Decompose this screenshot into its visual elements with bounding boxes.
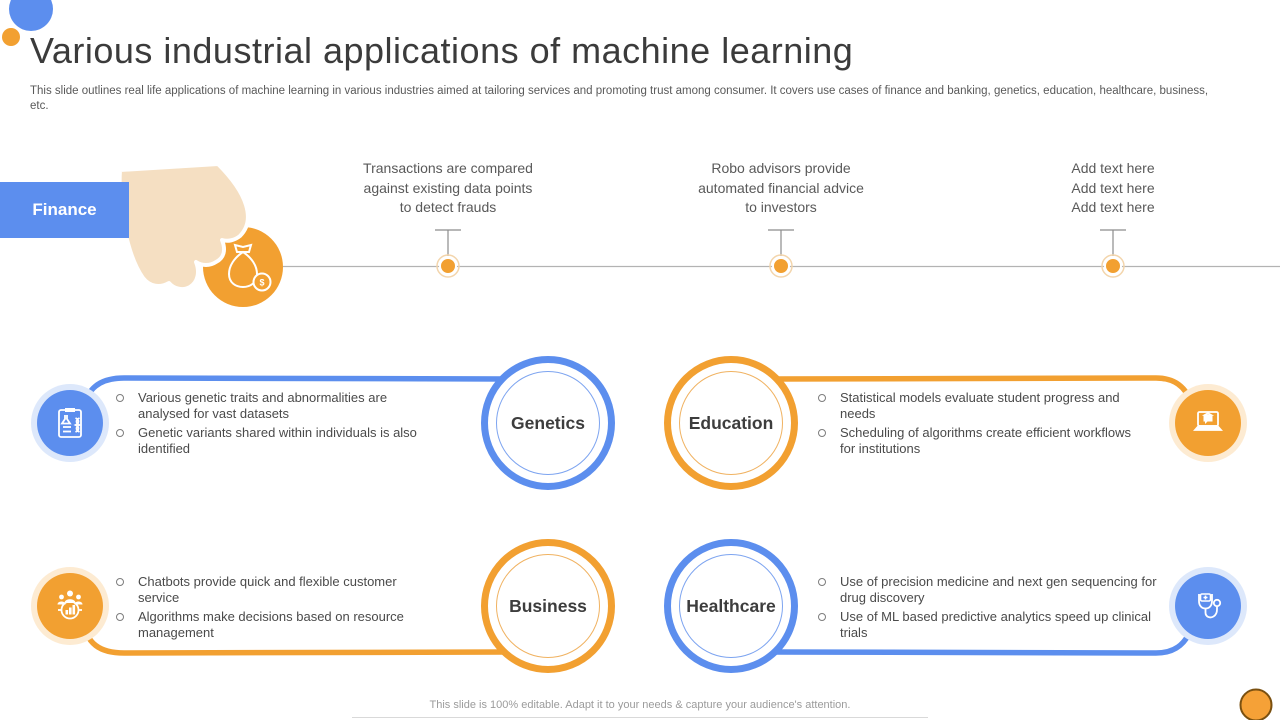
finance-banner: Finance [0,182,129,238]
genetics-bullet-list: Various genetic traits and abnormalities… [116,390,431,460]
bullet-circle-icon [116,613,124,621]
list-item: Statistical models evaluate student prog… [818,390,1148,422]
connector-healthcare [770,626,1194,656]
deco-orange-dot [2,28,20,46]
bullet-circle-icon [818,429,826,437]
finance-milestone-2: Robo advisors provide automated financia… [698,160,864,215]
bullet-circle-icon [116,394,124,402]
hand-illustration [117,162,250,292]
list-item: Chatbots provide quick and flexible cust… [116,574,441,606]
svg-text:$: $ [259,278,264,288]
genetics-circle: Genetics [481,356,615,490]
bullet-circle-icon [818,578,826,586]
finance-banner-label: Finance [32,200,97,219]
finance-milestone-1: Transactions are compared against existi… [363,160,533,215]
deco-blue-circle [9,0,53,31]
healthcare-stethoscope-icon [1198,593,1222,619]
education-label: Education [688,412,774,433]
bullet-circle-icon [116,578,124,586]
deco-bottom-right-circle [1239,688,1273,720]
business-icon-circle [37,573,103,639]
education-circle: Education [664,356,798,490]
list-item: Genetic variants shared within individua… [116,425,431,457]
business-team-icon [57,590,83,620]
footer-divider [352,717,928,718]
healthcare-circle: Healthcare [664,539,798,673]
genetics-report-icon [58,408,82,438]
money-bag-icon: $ [227,243,272,292]
bullet-circle-icon [116,429,124,437]
genetics-label: Genetics [511,412,585,433]
healthcare-label: Healthcare [686,595,776,616]
slide-description: This slide outlines real life applicatio… [30,85,1209,112]
bullet-circle-icon [818,613,826,621]
education-laptop-icon [1193,411,1223,431]
genetics-icon-circle [37,390,103,456]
list-item: Scheduling of algorithms create efficien… [818,425,1148,457]
finance-milestone-3: Add text here Add text here Add text her… [1071,160,1155,215]
education-bullet-list: Statistical models evaluate student prog… [818,390,1148,460]
page-title: Various industrial applications of machi… [30,30,854,71]
business-bullet-list: Chatbots provide quick and flexible cust… [116,574,441,644]
business-label: Business [509,595,587,616]
business-circle: Business [481,539,615,673]
footer-note: This slide is 100% editable. Adapt it to… [429,699,851,711]
education-icon-circle [1175,390,1241,456]
timeline-markers [435,229,1126,256]
healthcare-icon-circle [1175,573,1241,639]
list-item: Use of precision medicine and next gen s… [818,574,1163,606]
bullet-circle-icon [818,394,826,402]
list-item: Algorithms make decisions based on resou… [116,609,441,641]
timeline-dots [436,254,1125,278]
healthcare-bullet-list: Use of precision medicine and next gen s… [818,574,1163,644]
list-item: Use of ML based predictive analytics spe… [818,609,1163,641]
list-item: Various genetic traits and abnormalities… [116,390,431,422]
